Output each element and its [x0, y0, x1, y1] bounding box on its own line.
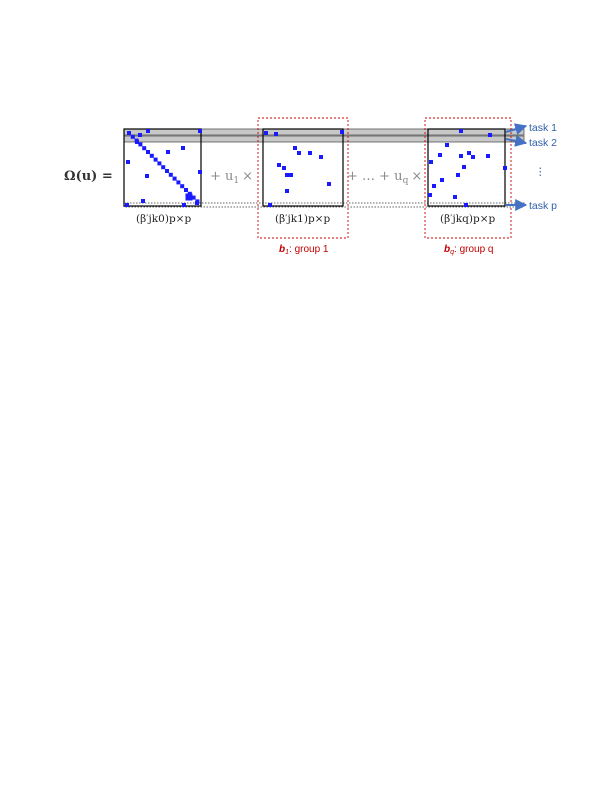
nonzero-marker — [268, 203, 272, 207]
group-q-label: bq: group q — [444, 244, 494, 256]
omega-lhs: Ω(u) = — [64, 169, 113, 184]
task-dots: ⋮ — [535, 166, 546, 178]
nonzero-marker — [182, 203, 186, 207]
nonzero-marker — [432, 184, 436, 188]
nonzero-marker — [184, 188, 188, 192]
nonzero-marker — [459, 154, 463, 158]
nonzero-marker — [161, 165, 166, 170]
nonzero-marker — [138, 142, 143, 147]
plus-u1: + u1× — [210, 169, 253, 186]
task-p-label: task p — [529, 200, 557, 212]
task-1-arrow — [505, 123, 528, 135]
group-1-label: b1: group 1 — [279, 244, 329, 256]
task-2-arrow — [505, 134, 528, 147]
nonzero-marker — [293, 146, 297, 150]
nonzero-marker — [195, 201, 199, 205]
nonzero-marker — [440, 178, 444, 182]
nonzero-marker — [438, 153, 442, 157]
nonzero-marker — [297, 151, 301, 155]
nonzero-marker — [488, 133, 492, 137]
nonzero-marker — [135, 140, 139, 144]
nonzero-marker — [153, 157, 158, 162]
nonzero-marker — [464, 203, 468, 207]
nonzero-marker — [456, 173, 460, 177]
nonzero-marker — [429, 160, 433, 164]
nonzero-marker — [157, 161, 162, 166]
nonzero-marker — [445, 143, 449, 147]
nonzero-marker — [149, 153, 154, 158]
nonzero-marker — [319, 155, 323, 159]
nonzero-marker — [180, 184, 185, 189]
nonzero-marker — [142, 146, 147, 151]
matrix-frame — [123, 128, 202, 207]
nonzero-marker — [168, 172, 173, 177]
nonzero-marker — [127, 131, 131, 135]
nonzero-marker — [198, 129, 202, 133]
matrix-beta-0 — [123, 128, 202, 207]
matrix-beta-q — [427, 128, 507, 207]
plus-dots-uq: + … + uq× — [347, 169, 422, 186]
caption-beta-q: (β′jkq)p×p — [440, 213, 496, 225]
nonzero-marker — [282, 166, 286, 170]
nonzero-marker — [285, 173, 289, 177]
caption-beta-1: (β′jk1)p×p — [275, 213, 330, 225]
nonzero-marker — [165, 169, 169, 173]
nonzero-marker — [172, 176, 177, 181]
nonzero-marker — [274, 132, 278, 136]
task-1-label: task 1 — [529, 122, 557, 134]
nonzero-marker — [166, 150, 170, 154]
nonzero-marker — [453, 195, 457, 199]
group-q-box — [424, 117, 512, 239]
nonzero-marker — [146, 129, 150, 133]
nonzero-marker — [264, 131, 268, 135]
nonzero-marker — [130, 134, 135, 139]
group-1-box — [257, 117, 349, 239]
nonzero-marker — [289, 173, 293, 177]
nonzero-marker — [145, 174, 149, 178]
nonzero-marker — [277, 163, 281, 167]
nonzero-marker — [141, 199, 145, 203]
nonzero-marker — [176, 180, 181, 185]
nonzero-marker — [471, 155, 475, 159]
nonzero-marker — [191, 195, 196, 200]
nonzero-marker — [138, 133, 142, 137]
nonzero-marker — [327, 182, 331, 186]
nonzero-marker — [428, 193, 432, 197]
nonzero-marker — [285, 189, 289, 193]
nonzero-marker — [486, 154, 490, 158]
nonzero-marker — [126, 160, 130, 164]
nonzero-marker — [308, 151, 312, 155]
task-2-band — [123, 135, 525, 143]
nonzero-marker — [340, 130, 344, 134]
matrix-beta-1 — [262, 128, 344, 207]
nonzero-marker — [198, 170, 202, 174]
task-2-label: task 2 — [529, 137, 557, 149]
caption-beta-0: (β′jk0)p×p — [136, 213, 191, 225]
nonzero-marker — [146, 150, 150, 154]
nonzero-marker — [467, 151, 471, 155]
nonzero-marker — [181, 146, 185, 150]
nonzero-marker — [462, 165, 466, 169]
nonzero-marker — [185, 193, 193, 201]
nonzero-marker — [125, 203, 129, 207]
task-1-band — [123, 128, 525, 136]
matrix-frame — [262, 128, 344, 207]
nonzero-marker — [503, 166, 507, 170]
nonzero-marker — [459, 129, 463, 133]
